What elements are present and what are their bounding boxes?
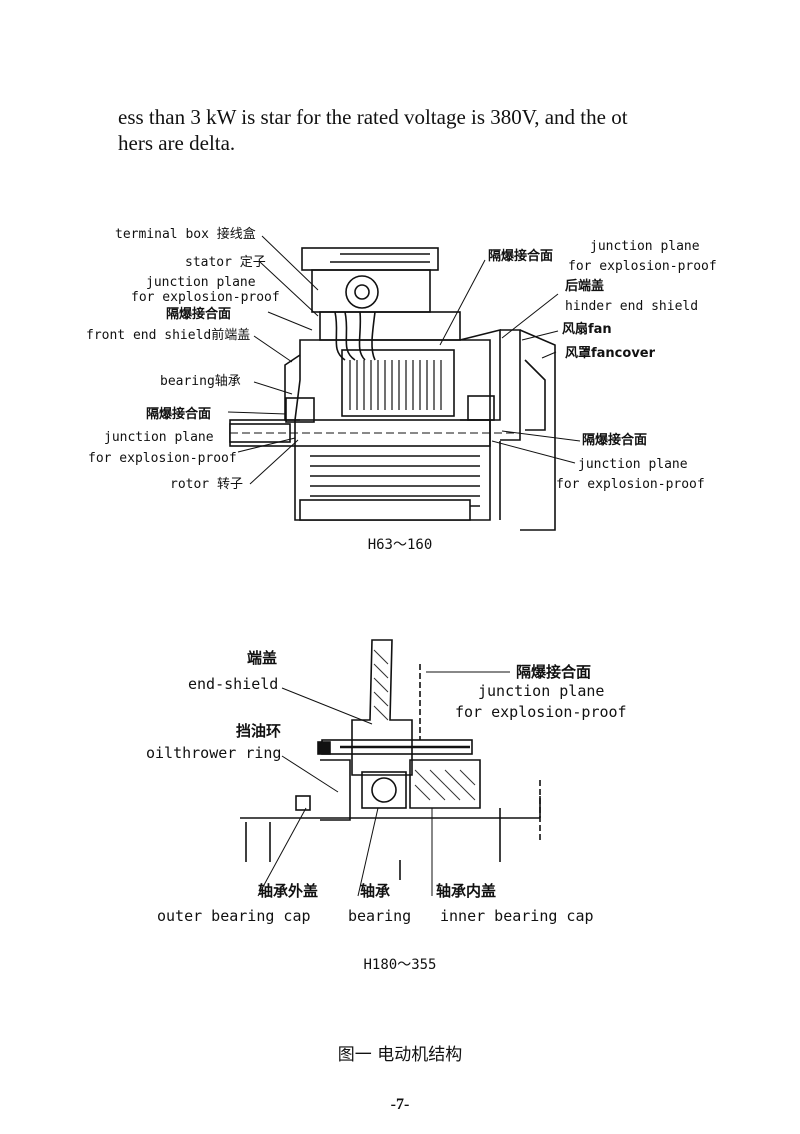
labels-fig1: terminal box 接线盒 stator 定子 junction plan… — [86, 226, 717, 492]
label-gebao-fig2: 隔爆接合面 — [516, 663, 591, 681]
label-outer-cap-en: outer bearing cap — [157, 907, 311, 925]
label-junction-right-1b: for explosion-proof — [568, 259, 717, 274]
label-junction-left-2a: junction plane — [104, 430, 214, 445]
body-paragraph: ess than 3 kW is star for the rated volt… — [118, 104, 718, 156]
label-stator: stator 定子 — [185, 255, 266, 270]
label-dang-you-huan: 挡油环 — [236, 722, 281, 740]
label-junction-fig2-a: junction plane — [478, 682, 604, 700]
label-hou-duan-gai: 后端盖 — [565, 278, 604, 294]
label-duan-gai: 端盖 — [247, 649, 277, 667]
label-end-shield: end-shield — [188, 675, 278, 693]
label-junction-right-2a: junction plane — [578, 457, 688, 472]
leader-lines-fig1 — [227, 235, 581, 485]
label-fancover: 风罩fancover — [565, 346, 656, 361]
label-junction-left-1b: for explosion-proof — [131, 290, 280, 305]
label-rotor: rotor 转子 — [170, 477, 243, 492]
label-gebao-left-2: 隔爆接合面 — [146, 406, 211, 422]
caption-h180-355: H180～355 — [363, 957, 437, 973]
label-gebao-right-1: 隔爆接合面 — [488, 248, 553, 264]
page-number: -7- — [390, 1096, 410, 1113]
label-bearing-cn: 轴承 — [360, 882, 390, 900]
label-inner-cap-en: inner bearing cap — [440, 907, 594, 925]
motor-drawing-h63 — [229, 247, 556, 531]
label-oilthrower-ring: oilthrower ring — [146, 744, 281, 762]
label-junction-fig2-b: for explosion-proof — [455, 703, 627, 721]
label-front-end-shield: front end shield前端盖 — [86, 327, 250, 343]
label-bearing-en: bearing — [348, 907, 411, 925]
label-junction-right-1a: junction plane — [590, 239, 700, 254]
figure-title: 图一 电动机结构 — [337, 1045, 463, 1065]
labels-fig2: 端盖 end-shield 挡油环 oilthrower ring 隔爆接合面 … — [146, 649, 627, 925]
label-gebao-right-2: 隔爆接合面 — [582, 432, 647, 448]
label-gebao-left-1: 隔爆接合面 — [166, 306, 231, 322]
label-bearing: bearing轴承 — [160, 374, 241, 389]
bearing-detail-drawing — [240, 639, 541, 880]
label-outer-cap-cn: 轴承外盖 — [258, 882, 318, 900]
label-hinder-end-shield: hinder end shield — [565, 299, 698, 314]
label-terminal-box: terminal box 接线盒 — [115, 226, 256, 242]
leader-lines-fig2 — [257, 671, 510, 897]
label-junction-left-1a: junction plane — [146, 275, 256, 290]
label-junction-left-2b: for explosion-proof — [88, 451, 237, 466]
paragraph-line-1: ess than 3 kW is star for the rated volt… — [118, 105, 628, 129]
caption-h63-160: H63～160 — [367, 537, 433, 553]
label-fan: 风扇fan — [562, 321, 612, 337]
label-junction-right-2b: for explosion-proof — [556, 477, 705, 492]
label-inner-cap-cn: 轴承内盖 — [436, 882, 496, 900]
paragraph-line-2: hers are delta. — [118, 131, 236, 155]
